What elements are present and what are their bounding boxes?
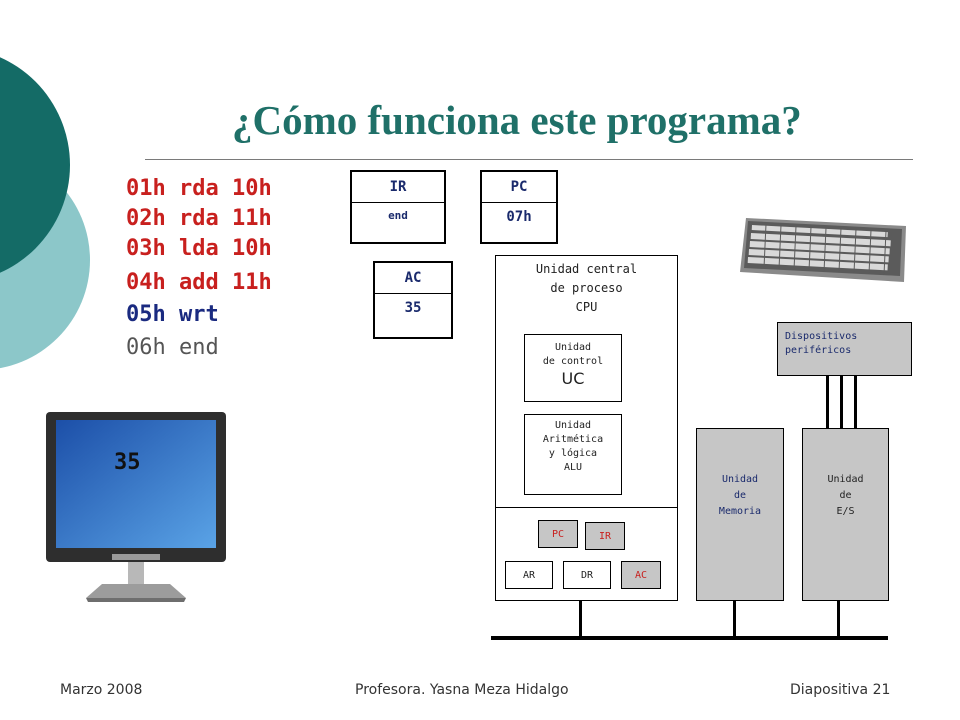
program-line: 02h rda 11h bbox=[126, 206, 272, 231]
cpu-register-ir: IR bbox=[585, 522, 625, 550]
monitor-icon bbox=[46, 412, 226, 602]
footer-slide-number: Diapositiva 21 bbox=[790, 682, 891, 698]
memory-unit-line1: Unidad bbox=[721, 474, 759, 485]
peripherals-box: Dispositivos periféricos bbox=[777, 322, 912, 376]
cpu-title-line1: Unidad central bbox=[535, 262, 638, 276]
register-pc: PC 07h bbox=[480, 170, 558, 244]
slide-title: ¿Cómo funciona este programa? bbox=[232, 97, 802, 143]
alu-line4: ALU bbox=[563, 462, 583, 473]
footer-date: Marzo 2008 bbox=[60, 682, 143, 698]
cpu-register-pc: PC bbox=[538, 520, 578, 548]
control-unit-box: Unidad de control UC bbox=[524, 334, 622, 402]
register-pc-value: 07h bbox=[506, 209, 532, 225]
cpu-register-ac: AC bbox=[621, 561, 661, 589]
keyboard-icon bbox=[740, 218, 906, 282]
program-line: 01h rda 10h bbox=[126, 176, 272, 201]
program-line: 04h add 11h bbox=[126, 270, 272, 295]
peripheral-link bbox=[854, 375, 857, 428]
peripheral-link bbox=[826, 375, 829, 428]
cpu-register-ar: AR bbox=[505, 561, 553, 589]
cpu-title-line3: CPU bbox=[575, 300, 598, 314]
register-ac-label: AC bbox=[375, 263, 451, 294]
program-line: 06h end bbox=[126, 335, 219, 360]
io-unit-line3: E/S bbox=[836, 506, 855, 517]
program-line: 05h wrt bbox=[126, 302, 219, 327]
cpu-divider bbox=[495, 507, 678, 508]
cpu-register-dr: DR bbox=[563, 561, 611, 589]
register-ac: AC 35 bbox=[373, 261, 453, 339]
peripherals-line1: Dispositivos bbox=[785, 331, 858, 342]
bus-link-memory bbox=[733, 600, 736, 637]
io-unit-box: Unidad de E/S bbox=[802, 428, 889, 601]
monitor-display-value: 35 bbox=[114, 450, 141, 475]
peripheral-link bbox=[840, 375, 843, 428]
control-unit-line1: Unidad bbox=[554, 342, 592, 353]
register-ac-value: 35 bbox=[404, 300, 422, 316]
alu-line3: y lógica bbox=[548, 448, 598, 459]
bus-link-cpu bbox=[579, 600, 582, 637]
decorative-circles bbox=[0, 57, 90, 369]
alu-line1: Unidad bbox=[554, 420, 592, 431]
memory-unit-box: Unidad de Memoria bbox=[696, 428, 784, 601]
monitor: 35 bbox=[46, 412, 226, 602]
io-unit-line2: de bbox=[839, 490, 852, 501]
alu-line2: Aritmética bbox=[542, 434, 604, 445]
memory-unit-line2: de bbox=[733, 490, 747, 501]
register-ir: IR end bbox=[350, 170, 446, 244]
program-line: 03h lda 10h bbox=[126, 236, 272, 261]
cpu-title-line2: de proceso bbox=[550, 281, 623, 295]
system-bus bbox=[491, 636, 888, 640]
memory-unit-line3: Memoria bbox=[718, 506, 762, 517]
register-ir-value: end bbox=[388, 209, 408, 222]
peripherals-line2: periféricos bbox=[785, 345, 852, 356]
io-unit-line1: Unidad bbox=[827, 474, 864, 485]
control-unit-line3: UC bbox=[561, 369, 585, 388]
title-divider bbox=[145, 159, 913, 160]
register-ir-label: IR bbox=[352, 172, 444, 203]
footer-author: Profesora. Yasna Meza Hidalgo bbox=[355, 682, 569, 698]
alu-box: Unidad Aritmética y lógica ALU bbox=[524, 414, 622, 495]
control-unit-line2: de control bbox=[542, 356, 604, 367]
register-pc-label: PC bbox=[482, 172, 556, 203]
bus-link-io bbox=[837, 600, 840, 637]
